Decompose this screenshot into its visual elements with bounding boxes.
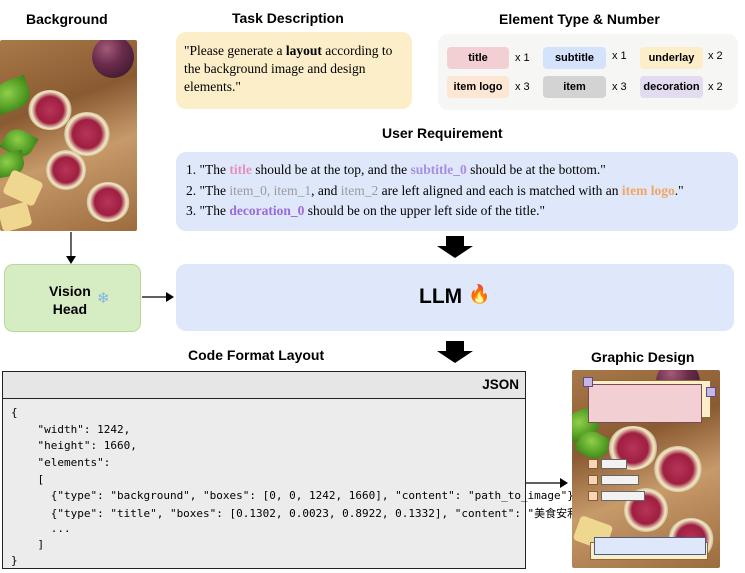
- code-block: JSON { "width": 1242, "height": 1660, "e…: [2, 371, 598, 569]
- item-box: [601, 475, 639, 485]
- code-line: ...: [11, 522, 71, 535]
- element-tag-underlay: underlay: [640, 47, 703, 69]
- element-count-item: x 3: [612, 81, 627, 93]
- element-tag-decoration: decoration: [640, 76, 703, 98]
- task-description-header: Task Description: [232, 10, 344, 26]
- element-count-decoration: x 2: [708, 81, 723, 93]
- code-line: "width": 1242,: [11, 423, 131, 436]
- arrow-head: [66, 256, 76, 264]
- fig-slice: [46, 150, 86, 190]
- block-arrow-llm-to-code: [437, 341, 473, 363]
- whole-fig: [92, 40, 134, 78]
- code-line: "height": 1660,: [11, 439, 137, 452]
- element-tag-subtitle: subtitle: [543, 47, 606, 69]
- code-line: {"type": "background", "boxes": [0, 0, 1…: [11, 489, 581, 502]
- vision-head-box: Vision Head ❄: [4, 264, 141, 332]
- fire-icon: 🔥: [468, 284, 491, 304]
- item-logo-box: [588, 459, 598, 469]
- element-tag-item: item: [543, 76, 606, 98]
- background-image: [0, 40, 137, 231]
- user-requirement-box: 1. "The title should be at the top, and …: [176, 152, 738, 231]
- element-tag-title: title: [447, 47, 509, 69]
- code-format-header: Code Format Layout: [188, 347, 325, 363]
- task-description-box: "Please generate a layout according to t…: [176, 32, 412, 109]
- graphic-design-header: Graphic Design: [591, 349, 695, 365]
- element-count-item-logo: x 3: [515, 81, 530, 93]
- requirement-3: 3. "The decoration_0 should be on the up…: [186, 203, 545, 218]
- item-logo-box: [588, 475, 598, 485]
- code-line: }: [11, 554, 18, 567]
- code-line: {"type": "title", "boxes": [0.1302, 0.00…: [11, 507, 599, 520]
- code-line: ]: [11, 538, 45, 551]
- json-badge: JSON: [482, 377, 519, 392]
- subtitle-box: [594, 537, 706, 555]
- vision-head-label: Vision Head: [49, 283, 91, 317]
- title-box: [588, 384, 702, 423]
- element-count-underlay: x 2: [708, 50, 723, 62]
- fig-slice: [64, 112, 110, 156]
- llm-box: LLM 🔥: [176, 264, 734, 331]
- item-box: [601, 491, 645, 501]
- user-requirement-header: User Requirement: [382, 125, 503, 141]
- snowflake-icon: ❄: [97, 290, 110, 307]
- element-count-title: x 1: [515, 52, 530, 64]
- code-line: "elements":: [11, 456, 111, 469]
- requirement-2: 2. "The item_0, item_1, and item_2 are l…: [186, 183, 684, 198]
- code-line: [: [11, 473, 45, 486]
- decoration-box: [706, 387, 716, 397]
- requirement-1: 1. "The title should be at the top, and …: [186, 162, 606, 177]
- fig-slice: [86, 182, 130, 222]
- element-tag-item-logo: item logo: [447, 76, 509, 98]
- graphic-design-canvas: [572, 370, 720, 568]
- llm-label: LLM: [419, 285, 463, 308]
- code-line: {: [11, 406, 18, 419]
- block-arrow-req-to-llm: [437, 236, 473, 258]
- element-type-header: Element Type & Number: [499, 11, 660, 27]
- background-header: Background: [26, 11, 108, 27]
- arrow-head: [560, 478, 568, 488]
- item-box: [601, 459, 627, 469]
- element-count-subtitle: x 1: [612, 50, 627, 62]
- code-block-header: JSON: [3, 372, 525, 399]
- task-description-text: "Please generate a layout according to t…: [184, 43, 393, 94]
- fig-slice: [28, 90, 72, 130]
- item-logo-box: [588, 491, 598, 501]
- fig-slice: [654, 446, 702, 492]
- arrow-head: [166, 292, 174, 302]
- decoration-box: [583, 377, 593, 387]
